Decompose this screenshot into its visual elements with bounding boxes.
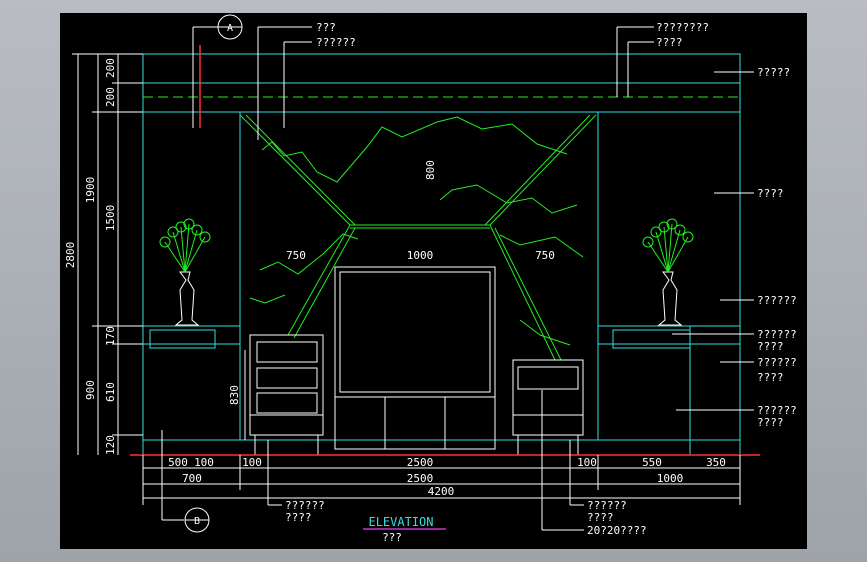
right-cabinet [512, 359, 584, 455]
dim-total-height: 2800 [64, 242, 77, 269]
dim-b2-1000: 1000 [657, 472, 684, 485]
callout-bottom-5: 20?20???? [587, 524, 647, 537]
dim-b1-550: 550 [642, 456, 662, 469]
dim-inner-right: 750 [535, 249, 555, 262]
left-dimension-lines [72, 53, 246, 455]
dim-cabinet: 610 [104, 382, 117, 402]
marker-b-label: B [194, 516, 200, 527]
dim-lower: 900 [84, 380, 97, 400]
callout-right-3: ????? [757, 66, 790, 79]
section-marker-a [192, 14, 243, 128]
callout-right-8: ?????? [757, 356, 797, 369]
tv-set [334, 266, 496, 450]
callout-right-5: ?????? [757, 294, 797, 307]
vase-plant-left [159, 218, 211, 326]
dim-b2-700: 700 [182, 472, 202, 485]
drawing-subtitle: ??? [382, 531, 402, 544]
callout-right-11: ???? [757, 416, 784, 429]
dim-b1-100a: 100 [194, 456, 214, 469]
marble-pattern [239, 114, 597, 361]
dim-band-1: 200 [104, 58, 117, 78]
callout-right-1: ???????? [656, 21, 709, 34]
dim-niche: 1500 [104, 205, 117, 232]
dim-upper: 1900 [84, 177, 97, 204]
vase-plant-right [642, 218, 694, 326]
wall-outline [142, 53, 741, 456]
callout-right-10: ?????? [757, 404, 797, 417]
annotation-text: A B ??? ?????? ???????? ???? ????? ???? … [64, 21, 797, 544]
marker-a-label: A [227, 23, 233, 34]
drawing-title: ELEVATION [368, 515, 433, 529]
callout-right-7: ???? [757, 340, 784, 353]
drawing-canvas[interactable] [60, 13, 807, 549]
dim-b1-500: 500 [168, 456, 188, 469]
callout-bottom-4: ???? [587, 511, 614, 524]
section-marker-b [161, 430, 210, 533]
leader-lines [257, 26, 754, 531]
dim-b1-100c: 100 [577, 456, 597, 469]
callout-right-9: ???? [757, 371, 784, 384]
callout-bottom-1: ?????? [285, 499, 325, 512]
dim-800: 800 [424, 160, 437, 180]
callout-right-6: ?????? [757, 328, 797, 341]
dim-b1-350: 350 [706, 456, 726, 469]
dim-base: 120 [104, 435, 117, 455]
dim-b1-100b: 100 [242, 456, 262, 469]
callout-top-left-2: ?????? [316, 36, 356, 49]
callout-top-left-1: ??? [316, 21, 336, 34]
dim-band-2: 200 [104, 87, 117, 107]
dim-b1-2500: 2500 [407, 456, 434, 469]
left-cabinet [249, 334, 324, 455]
callout-right-4: ???? [757, 187, 784, 200]
dim-shelf: 170 [104, 326, 117, 346]
dim-830: 830 [228, 385, 241, 405]
callout-bottom-2: ???? [285, 511, 312, 524]
callout-right-2: ???? [656, 36, 683, 49]
dim-inner-left: 750 [286, 249, 306, 262]
dim-b3-4200: 4200 [428, 485, 455, 498]
callout-bottom-3: ?????? [587, 499, 627, 512]
bottom-dimension-lines [142, 455, 741, 505]
dim-inner-center: 1000 [407, 249, 434, 262]
dim-b2-2500: 2500 [407, 472, 434, 485]
